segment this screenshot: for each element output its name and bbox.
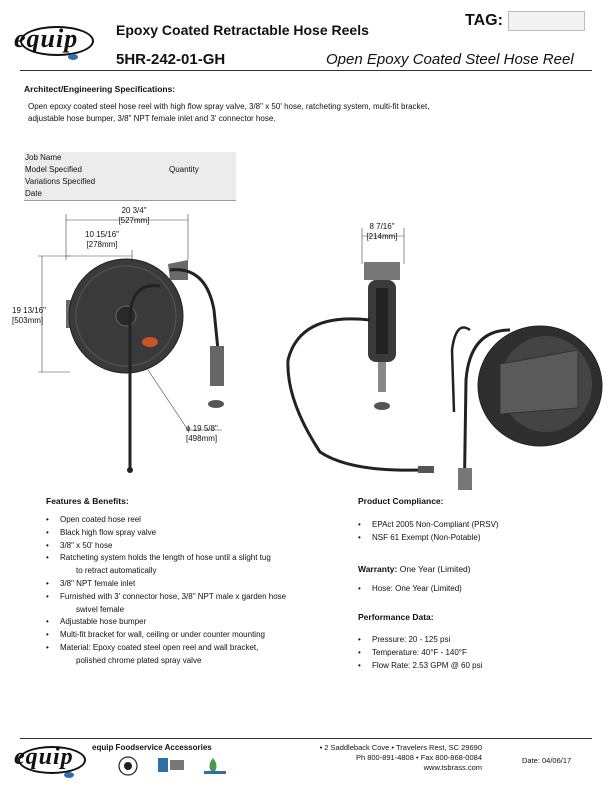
feature-text: Ratcheting system holds the length of ho… [60,553,271,563]
compliance-item: EPAct 2005 Non-Compliant (PRSV) [358,519,588,532]
job-name-label: Job Name [25,153,62,162]
footer-web[interactable]: www.tsbrass.com [423,763,482,772]
feature-item: Black high flow spray valve [46,527,336,540]
footer-logo-ellipse [18,746,86,774]
diameter-dimension: ϕ 19 5/8" [498mm] [186,424,234,444]
diameter-mm: [498mm] [186,434,218,443]
feature-text: Multi-fit bracket for wall, ceiling or u… [60,630,265,640]
footer-contact: • 2 Saddleback Cove • Travelers Rest, SC… [262,743,482,773]
logo-text: equip [14,24,79,53]
half-width-dimension: 10 15/16" [278mm] [74,230,130,250]
feature-text: Furnished with 3' connector hose, 3/8" N… [60,591,287,601]
tag-label: TAG: [465,12,503,29]
specs-line-2: adjustable hose bumper, 3/8" NPT female … [28,114,276,123]
feature-item: Multi-fit bracket for wall, ceiling or u… [46,629,336,642]
specs-text: Open epoxy coated steel hose reel with h… [28,101,588,125]
depth-inches: 8 7/16" [369,222,395,231]
date-field[interactable]: Date [24,188,236,201]
compliance-item: NSF 61 Exempt (Non-Potable) [358,532,588,545]
certification-icons [118,756,226,776]
performance-item: Flow Rate: 2.53 GPM @ 60 psi [358,660,588,673]
width-inches: 20 3/4" [121,206,147,215]
model-number: 5HR-242-01-GH [116,51,226,68]
feature-text-continued: polished chrome plated spray valve [76,655,202,665]
diameter-inches: ϕ 19 5/8" [186,424,218,433]
features-heading: Features & Benefits: [46,496,129,506]
width-mm: [527mm] [118,216,150,225]
specs-line-1: Open epoxy coated steel hose reel with h… [28,102,430,111]
feature-text: Black high flow spray valve [60,527,157,537]
feature-text: Open coated hose reel [60,515,141,524]
depth-dimension: 8 7/16" [214mm] [356,222,408,242]
feature-text-continued: swivel female [76,604,125,614]
feature-item: Material: Epoxy coated steel open reel a… [46,642,336,668]
half-width-inches: 10 15/16" [85,230,119,239]
feature-text: Adjustable hose bumper [60,617,147,627]
footer-date: Date: 04/06/17 [522,756,572,765]
specs-heading: Architect/Engineering Specifications: [24,84,176,94]
logo-ellipse [20,26,94,56]
footer-logo-text: equip [14,744,74,770]
technical-drawings [38,214,603,490]
warranty-heading-line: Warranty: One Year (Limited) [358,564,471,574]
feature-text-continued: to retract automatically [76,566,157,576]
logo-water-drop [68,54,78,60]
header-divider [20,70,592,71]
compliance-list: EPAct 2005 Non-Compliant (PRSV) NSF 61 E… [358,519,588,545]
footer-logo-water-drop [64,772,74,778]
feature-text: Material: Epoxy coated steel open reel a… [60,642,259,652]
footer-phone: Ph 800-891-4808 • Fax 800-868-0084 [355,753,482,762]
footer-address: • 2 Saddleback Cove • Travelers Rest, SC… [319,743,482,752]
performance-list: Pressure: 20 - 125 psi Temperature: 40°F… [358,634,588,672]
feature-item: Open coated hose reel [46,514,336,527]
tag-input[interactable] [508,11,585,31]
date-label: Date [25,189,42,198]
depth-mm: [214mm] [366,232,398,241]
footer-divider [20,738,592,739]
green-logo-icon [204,758,226,774]
feature-item: 3/8" NPT female inlet [46,578,336,591]
isometric-view-drawing [450,325,603,490]
performance-item: Temperature: 40°F - 140°F [358,647,588,660]
width-dimension: 20 3/4" [527mm] [106,206,162,226]
half-width-mm: [278mm] [86,240,118,249]
compliance-heading: Product Compliance: [358,496,444,506]
warranty-list: Hose: One Year (Limited) [358,583,588,596]
feature-item: Furnished with 3' connector hose, 3/8" N… [46,591,336,617]
height-inches: 19 13/16" [12,306,46,315]
equip-logo: equip [12,20,102,60]
feature-item: 3/8" x 50' hose [46,540,336,553]
side-view-drawing [286,228,434,473]
performance-heading: Performance Data: [358,612,434,622]
feature-text: 3/8" x 50' hose [60,540,113,550]
footer-brand: equip Foodservice Accessories [92,743,212,752]
front-view-drawing [38,214,224,473]
performance-item: Pressure: 20 - 125 psi [358,634,588,647]
warranty-item: Hose: One Year (Limited) [358,583,588,596]
variations-label: Variations Specified [25,177,96,186]
page-subtitle: Open Epoxy Coated Steel Hose Reel [326,51,574,68]
certification-badge-icon [158,758,184,772]
feature-text: 3/8" NPT female inlet [60,578,136,588]
features-list: Open coated hose reelBlack high flow spr… [46,514,336,668]
model-specified-label: Model Specified [25,165,82,174]
height-dimension: 19 13/16" [503mm] [12,306,58,326]
warranty-heading: Warranty: [358,564,398,574]
feature-item: Adjustable hose bumper [46,616,336,629]
footer-equip-logo: equip [12,740,92,780]
quantity-label: Quantity [169,165,199,174]
height-mm: [503mm] [12,316,44,325]
page-title: Epoxy Coated Retractable Hose Reels [116,22,369,38]
warranty-heading-value: One Year (Limited) [399,564,471,574]
nsf-seal-icon [118,756,138,776]
feature-item: Ratcheting system holds the length of ho… [46,552,336,578]
